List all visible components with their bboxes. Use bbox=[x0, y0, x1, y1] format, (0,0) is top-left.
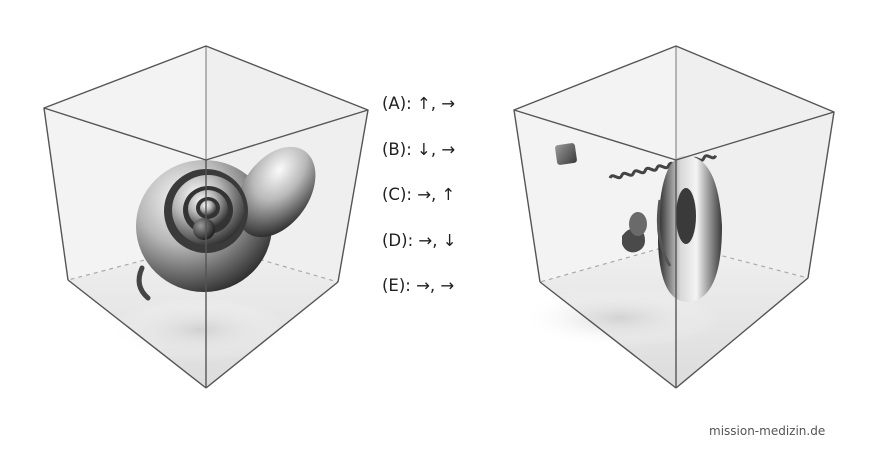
cube-edges bbox=[513, 45, 835, 389]
option-letter: (E): bbox=[382, 276, 411, 295]
right-cube-figure bbox=[513, 45, 835, 389]
cube-edges bbox=[43, 45, 369, 389]
option-letter: (B): bbox=[382, 139, 412, 159]
option-arrows: →, ↓ bbox=[418, 230, 457, 250]
floor-shadow bbox=[520, 288, 720, 348]
option-letter: (A): bbox=[382, 94, 412, 113]
cube-back-wall-left bbox=[514, 46, 676, 282]
option-arrows: →, ↑ bbox=[417, 185, 456, 204]
option-d[interactable]: (D): →, ↓ bbox=[382, 229, 457, 275]
watermark-text: mission-medizin.de bbox=[709, 424, 826, 438]
small-cube-object bbox=[555, 143, 577, 165]
option-arrows: →, → bbox=[416, 276, 455, 295]
option-a[interactable]: (A): ↑, → bbox=[382, 92, 457, 138]
spiral-shell-side-view bbox=[656, 155, 722, 302]
option-e[interactable]: (E): →, → bbox=[382, 274, 457, 320]
option-letter: (C): bbox=[382, 185, 412, 204]
small-shell-object bbox=[622, 212, 647, 253]
floor-shadow bbox=[110, 298, 290, 362]
option-b[interactable]: (B): ↓, → bbox=[382, 138, 457, 184]
hidden-edges bbox=[67, 243, 339, 283]
answer-options: (A): ↑, → (B): ↓, → (C): →, ↑ (D): →, ↓ … bbox=[382, 92, 457, 320]
left-cube-figure bbox=[43, 45, 369, 389]
option-arrows: ↑, → bbox=[416, 94, 456, 113]
option-c[interactable]: (C): →, ↑ bbox=[382, 183, 457, 229]
hidden-edges bbox=[539, 243, 809, 283]
option-letter: (D): bbox=[382, 230, 414, 250]
option-arrows: ↓, → bbox=[417, 139, 456, 159]
